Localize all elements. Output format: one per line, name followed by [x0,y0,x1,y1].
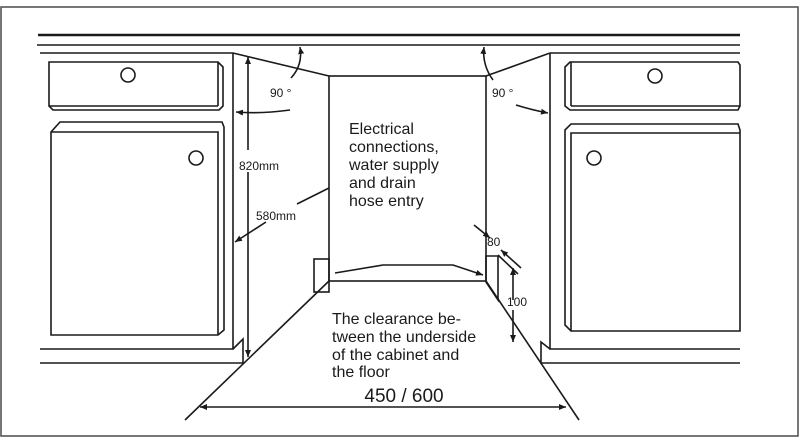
angle-right-label: 90 ° [492,86,514,100]
clearance-note: The clearance be- tween the underside of… [332,311,481,381]
angle-left-label: 90 ° [270,86,292,100]
width-dimension: 450 / 600 [200,386,566,410]
plinth-height-label: 100 [507,295,527,309]
right-door [564,123,741,332]
knob-icon [120,67,136,83]
frame-border [0,6,799,437]
angle-dimension-left: 90 ° [235,46,305,116]
angle-dimension-right: 90 ° [480,46,549,115]
width-label: 450 / 600 [364,386,443,407]
niche [184,52,580,421]
right-cabinet [540,53,741,364]
height-dimension: 820mm [239,57,279,357]
left-cabinet [40,53,244,364]
knob-icon [647,68,663,84]
depth-dimension: 580mm [234,187,330,243]
knob-icon [188,150,204,166]
left-drawer [48,61,224,111]
connections-text: Electrical connections, water supply and… [348,121,443,210]
countertop [37,33,740,54]
right-drawer [564,61,741,111]
clearance-text: The clearance be- tween the underside of… [332,311,481,381]
connections-note: Electrical connections, water supply and… [348,121,443,210]
plinth-depth-label: 80 [487,235,501,249]
height-label: 820mm [239,159,279,173]
left-plinth-hatch [313,258,330,293]
depth-label: 580mm [256,209,296,223]
left-door [50,121,225,336]
knob-icon [586,150,602,166]
plinth-dimensions: 80 100 [473,224,527,342]
right-plinth-hatch [485,255,499,303]
